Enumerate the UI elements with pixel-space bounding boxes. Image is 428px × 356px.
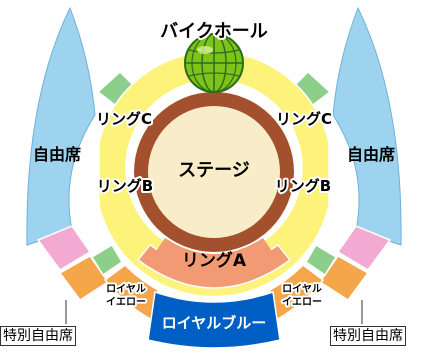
bike-hall-label: バイクホール bbox=[160, 21, 268, 42]
ring-a-fill bbox=[150, 238, 278, 280]
royal-yellow-left-label-line1: ロイヤル bbox=[106, 283, 146, 295]
special-pink-right-block[interactable] bbox=[336, 225, 392, 271]
free-seat-left-block[interactable] bbox=[26, 6, 96, 246]
special-pink-left-block[interactable] bbox=[36, 225, 92, 271]
ring-b-right-label: リングB bbox=[275, 177, 331, 195]
royal-yellow-left-block[interactable] bbox=[103, 264, 159, 322]
royal-yellow-right-label-line2: イエロー bbox=[282, 296, 322, 308]
special-seat-right-label: 特別自由席 bbox=[330, 326, 406, 346]
free-seat-left-label: 自由席 bbox=[33, 145, 81, 164]
stage-block[interactable] bbox=[148, 106, 280, 238]
special-seat-left-label: 特別自由席 bbox=[0, 326, 76, 346]
ring-c-lower-left-block[interactable] bbox=[90, 243, 124, 277]
bike-hall-globe[interactable] bbox=[184, 33, 244, 93]
royal-blue-label: ロイヤルブルー bbox=[162, 314, 267, 332]
royal-yellow-right-label-line1: ロイヤル bbox=[282, 283, 322, 295]
free-seat-right-label: 自由席 bbox=[347, 145, 395, 164]
royal-yellow-right-block[interactable] bbox=[269, 264, 325, 322]
stage-label: ステージ bbox=[178, 160, 250, 181]
royal-yellow-left-label-line2: イエロー bbox=[106, 296, 146, 308]
ring-a-label: リングA bbox=[182, 250, 247, 271]
ring-c-lower-right-block[interactable] bbox=[304, 243, 338, 277]
ring-c-left-label: リングC bbox=[96, 110, 152, 128]
royal-blue-block[interactable] bbox=[147, 291, 281, 349]
ring-b-left-label: リングB bbox=[97, 177, 153, 195]
free-seat-right-block[interactable] bbox=[332, 6, 402, 246]
ring-c-right-label: リングC bbox=[276, 110, 332, 128]
